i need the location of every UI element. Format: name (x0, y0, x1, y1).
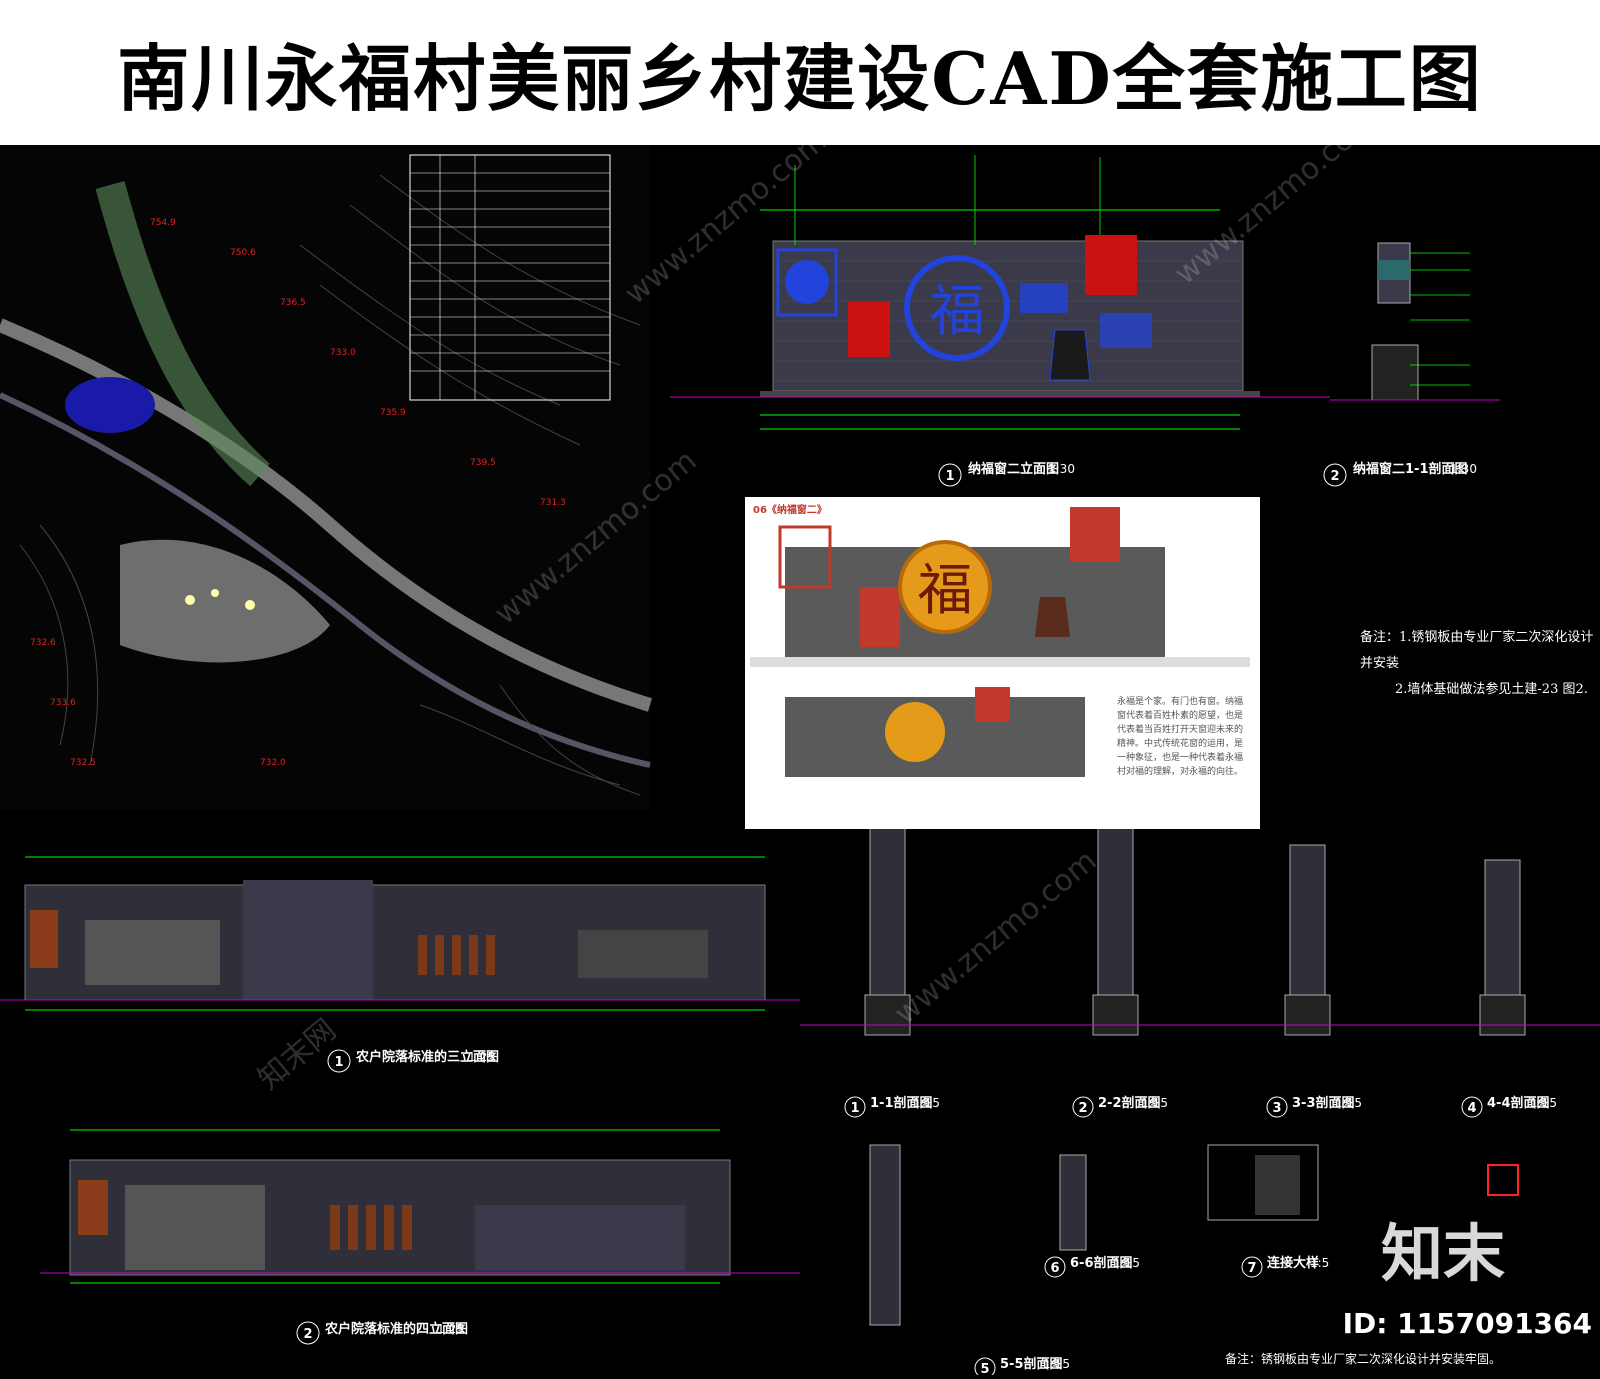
nafu-elevation: 福 (670, 155, 1330, 430)
bottom-note: 备注：锈钢板由专业厂家二次深化设计并安装牢固。 (1225, 1352, 1502, 1366)
svg-text:735.9: 735.9 (380, 408, 406, 418)
svg-text:5: 5 (980, 1362, 989, 1375)
svg-text:4: 4 (1467, 1101, 1476, 1116)
svg-text:3-3剖面图: 3-3剖面图 (1292, 1095, 1355, 1111)
svg-text:农户院落标准的四立面图: 农户院落标准的四立面图 (324, 1321, 468, 1337)
svg-text:1: 1 (850, 1101, 859, 1116)
svg-text:6-6剖面图: 6-6剖面图 (1070, 1255, 1133, 1271)
drawing-title-sec3: 3 3-3剖面图 1:15 (1266, 1095, 1362, 1118)
svg-text:754.9: 754.9 (150, 218, 176, 228)
svg-text:732.6: 732.6 (30, 638, 56, 648)
svg-text:732.0: 732.0 (260, 758, 286, 768)
svg-text:纳福窗二1-1剖面图: 纳福窗二1-1剖面图 (1353, 461, 1468, 477)
svg-text:农户院落标准的三立面图: 农户院落标准的三立面图 (355, 1049, 499, 1065)
notes-block: 备注：1.锈钢板由专业厂家二次深化设计并安装 2.墙体基础做法参见土建-23 图… (1360, 625, 1600, 703)
svg-text:7: 7 (1247, 1261, 1256, 1276)
drawing-title-sec7: 7 连接大样 1:5 (1241, 1255, 1329, 1278)
svg-text:2: 2 (303, 1327, 312, 1342)
rendering-image: 福 (750, 507, 1250, 777)
nafu-section (1330, 242, 1500, 401)
drawing-title-sec6: 6 6-6剖面图 1:15 (1044, 1255, 1140, 1278)
svg-text:739.5: 739.5 (470, 458, 496, 468)
note-line-1: 备注：1.锈钢板由专业厂家二次深化设计并安装 (1360, 630, 1594, 671)
rendering-panel: 06《纳福窗二》 福 永福是个家。有门也有窗。纳福窗代表着百姓朴素的愿望，也是代… (745, 497, 1260, 829)
svg-text:1:15: 1:15 (1530, 1096, 1557, 1110)
svg-text:4-4剖面图: 4-4剖面图 (1487, 1095, 1550, 1111)
svg-text:750.6: 750.6 (230, 248, 256, 258)
svg-text:2: 2 (1330, 469, 1339, 484)
svg-text:736.5: 736.5 (280, 298, 306, 308)
svg-text:733.6: 733.6 (50, 698, 76, 708)
drawing-title-elev-nafu: 1 纳福窗二立面图 1:30 (938, 461, 1075, 487)
svg-text:1:15: 1:15 (1043, 1357, 1070, 1371)
drawing-title-yard4: 2 农户院落标准的四立面图 1:25 (296, 1321, 468, 1345)
svg-text:6: 6 (1050, 1261, 1059, 1276)
title-bar: 南川永福村美丽乡村建设CAD全套施工图 (0, 0, 1600, 145)
svg-text:1:30: 1:30 (1048, 462, 1075, 476)
svg-text:1-1剖面图: 1-1剖面图 (870, 1095, 933, 1111)
svg-text:1:5: 1:5 (1310, 1256, 1329, 1270)
svg-text:1:25: 1:25 (437, 1322, 464, 1336)
svg-text:纳福窗二立面图: 纳福窗二立面图 (968, 461, 1059, 477)
page-title: 南川永福村美丽乡村建设CAD全套施工图 (117, 36, 1483, 121)
svg-text:732.5: 732.5 (70, 758, 96, 768)
svg-text:2-2剖面图: 2-2剖面图 (1098, 1095, 1161, 1111)
svg-text:1:15: 1:15 (1113, 1256, 1140, 1270)
svg-text:连接大样: 连接大样 (1267, 1255, 1319, 1271)
drawing-title-sec2: 2 2-2剖面图 1:15 (1072, 1095, 1168, 1118)
svg-text:733.0: 733.0 (330, 348, 356, 358)
svg-text:3: 3 (1272, 1101, 1281, 1116)
svg-text:1: 1 (334, 1055, 343, 1070)
svg-text:1:15: 1:15 (1141, 1096, 1168, 1110)
yard-elevation-3 (0, 856, 800, 1011)
svg-text:1:15: 1:15 (913, 1096, 940, 1110)
drawing-title-section-nafu: 2 纳福窗二1-1剖面图 1:30 (1323, 461, 1477, 487)
drawing-title-sec1: 1 1-1剖面图 1:15 (844, 1095, 940, 1118)
svg-text:1: 1 (945, 469, 954, 484)
drawing-title-sec5: 5 5-5剖面图 1:15 (974, 1356, 1070, 1379)
svg-text:2: 2 (1078, 1101, 1087, 1116)
site-logo: 知末 (1380, 1217, 1505, 1290)
drawing-title-sec4: 4 4-4剖面图 1:15 (1461, 1095, 1557, 1118)
svg-text:5-5剖面图: 5-5剖面图 (1000, 1356, 1063, 1372)
rendering-description: 永福是个家。有门也有窗。纳福窗代表着百姓朴素的愿望，也是代表着当百姓打开天窗迎未… (1117, 697, 1244, 777)
drawing-title-yard3: 1 农户院落标准的三立面图 1:25 (327, 1049, 499, 1073)
svg-text:1:25: 1:25 (468, 1050, 495, 1064)
pillar-sections (800, 824, 1600, 1326)
yard-elevation-4 (40, 1129, 800, 1284)
fu-char-elevation: 福 (929, 279, 984, 343)
note-line-2: 2.墙体基础做法参见土建-23 图2. (1395, 682, 1588, 697)
svg-text:1:30: 1:30 (1450, 462, 1477, 476)
rendering-heading: 06《纳福窗二》 (753, 505, 827, 516)
svg-text:731.3: 731.3 (540, 498, 566, 508)
svg-text:1:15: 1:15 (1335, 1096, 1362, 1110)
fu-char-rendering: 福 (917, 558, 972, 622)
site-plan: 750.6 736.5 733.0 735.9 739.5 731.3 732.6 733… (0, 145, 653, 810)
id-label: ID: 1157091364 (1342, 1307, 1592, 1340)
